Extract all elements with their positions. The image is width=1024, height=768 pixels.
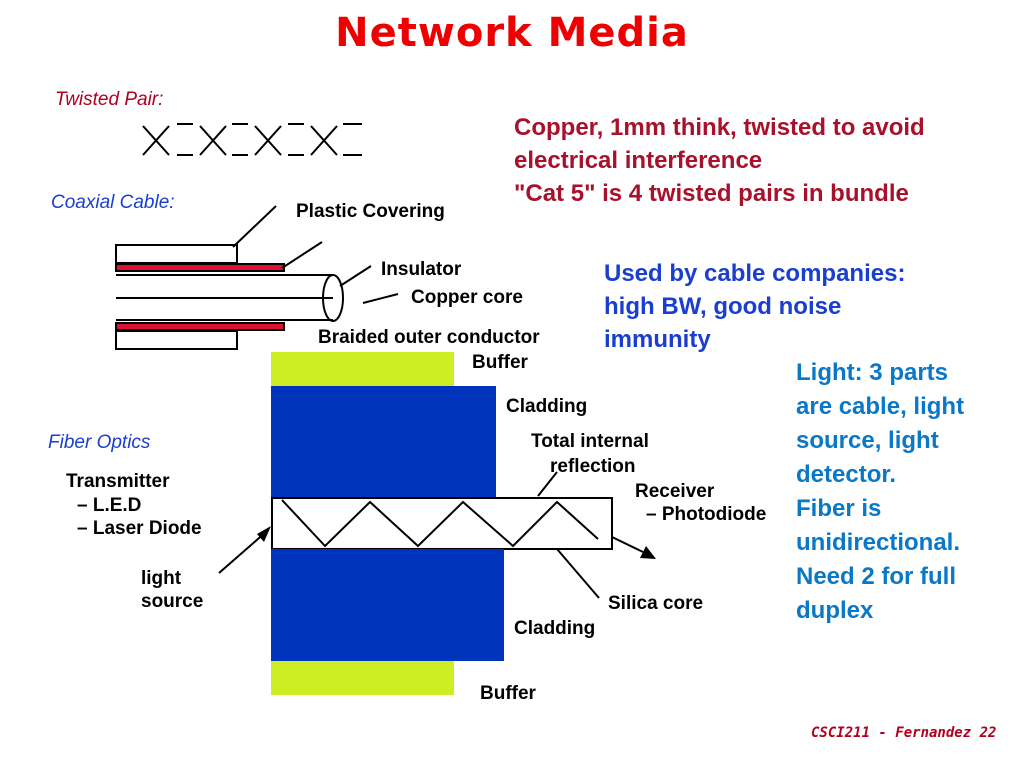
leader-copper-core (362, 293, 399, 304)
page-title: Network Media (335, 10, 689, 56)
coax-note: Used by cable companies: high BW, good n… (604, 257, 905, 356)
twist-cross-1b (142, 125, 170, 156)
light-source-arrow-line (218, 531, 267, 574)
led-label: – L.E.D (77, 495, 142, 516)
leader-insulator (339, 265, 372, 287)
leader-tir (537, 471, 558, 497)
transmitter-label: Transmitter (66, 471, 170, 492)
leader-silica-core (556, 548, 600, 599)
buffer-top-label: Buffer (472, 352, 528, 373)
fiber-optics-label: Fiber Optics (48, 432, 151, 453)
twisted-pair-note-line: "Cat 5" is 4 twisted pairs in bundle (514, 180, 909, 207)
coax-label: Coaxial Cable: (51, 192, 175, 213)
cladding-top-label: Cladding (506, 396, 588, 417)
photodiode-label: – Photodiode (646, 504, 767, 525)
twisted-pair-label: Twisted Pair: (55, 89, 164, 110)
braided-conductor-label: Braided outer conductor (318, 327, 540, 348)
twist-cross-4b (310, 125, 338, 156)
light-source-arrowhead (257, 526, 271, 542)
twist-cross-2b (199, 125, 227, 156)
fiber-cladding-bottom (271, 549, 504, 661)
plastic-covering-label: Plastic Covering (296, 201, 445, 222)
insulator-label: Insulator (381, 259, 462, 280)
coax-note-line: high BW, good noise (604, 293, 842, 320)
fiber-note-line: source, light (796, 427, 939, 454)
copper-core-label: Copper core (411, 287, 523, 308)
twisted-pair-note-line: electrical interference (514, 147, 763, 174)
fiber-note-line: detector. (796, 461, 897, 488)
light-source-line1: light (141, 568, 182, 589)
coax-note-line: Used by cable companies: (604, 260, 906, 287)
tir-label-line1: Total internal (531, 431, 649, 452)
coax-plastic-bottom (115, 330, 238, 350)
fiber-cladding-top (271, 386, 496, 498)
tir-label-line2: reflection (550, 456, 636, 477)
leader-plastic-covering (232, 205, 277, 248)
coax-graphic (115, 205, 399, 350)
laser-diode-label: – Laser Diode (77, 518, 202, 539)
fiber-buffer-bottom (271, 661, 454, 695)
fiber-graphic (218, 352, 656, 695)
fiber-note-line: are cable, light (796, 393, 965, 420)
twist-cross-3b (254, 125, 282, 156)
coax-note-line: immunity (604, 326, 711, 353)
fiber-note-line: Fiber is (796, 495, 882, 522)
twisted-pair-note: Copper, 1mm think, twisted to avoid elec… (514, 111, 925, 210)
buffer-bottom-label: Buffer (480, 683, 536, 704)
coax-end-ellipse (322, 274, 344, 322)
receiver-arrowhead (640, 546, 656, 559)
slide-footer: CSCI211 - Fernandez 22 (811, 725, 997, 741)
fiber-note-line: unidirectional. (796, 529, 961, 556)
coax-braid-bottom (115, 322, 285, 331)
fiber-note-line: Light: 3 parts (796, 359, 949, 386)
twisted-pair-note-line: Copper, 1mm think, twisted to avoid (514, 114, 925, 141)
fiber-note-line: Need 2 for full (796, 563, 957, 590)
leader-braid (281, 241, 323, 269)
fiber-note: Light: 3 parts are cable, light source, … (796, 356, 964, 628)
fiber-reflection-path (281, 499, 599, 548)
receiver-label: Receiver (635, 481, 715, 502)
twisted-pair-graphic (142, 123, 362, 156)
fiber-note-line: duplex (796, 597, 874, 624)
receiver-arrow-line (611, 536, 644, 553)
cladding-bottom-label: Cladding (514, 618, 596, 639)
fiber-buffer-top (271, 352, 454, 386)
coax-braid-top (115, 263, 285, 272)
coax-plastic-top (115, 244, 238, 264)
silica-core-label: Silica core (608, 593, 704, 614)
light-source-line2: source (141, 591, 204, 612)
